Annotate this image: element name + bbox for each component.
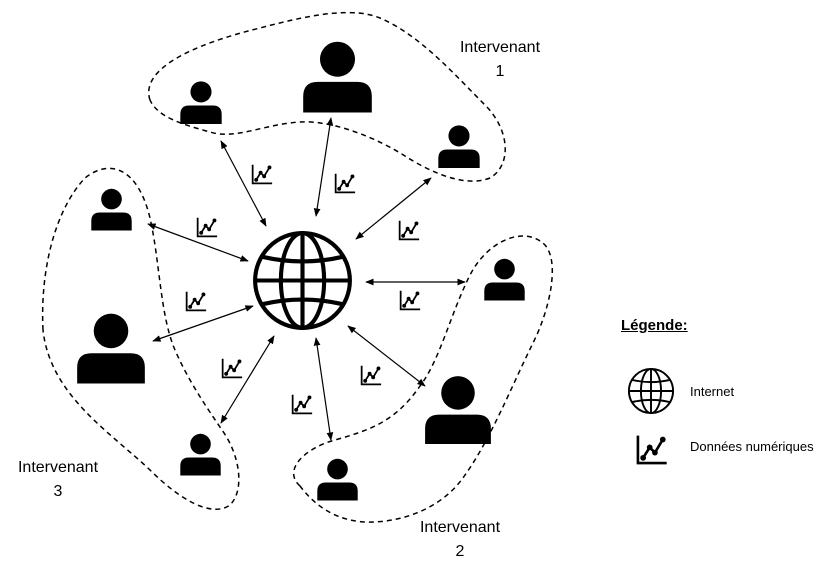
connection-arrow — [347, 325, 426, 387]
connections — [147, 117, 466, 441]
connection-arrow — [355, 177, 432, 240]
connection-arrow — [313, 117, 334, 217]
group-2-outline — [293, 235, 554, 523]
legend-data-chart-icon — [636, 434, 668, 465]
person-icon — [438, 125, 480, 168]
data-chart-icon — [196, 216, 218, 238]
connection-arrow — [147, 223, 249, 262]
connection-arrow — [313, 337, 334, 441]
group-3-label-line2: 3 — [53, 483, 63, 500]
legend-globe-icon — [627, 367, 675, 415]
group-1-label-line2: 1 — [495, 63, 505, 80]
data-chart-icon — [360, 364, 382, 386]
globe-icon — [255, 233, 350, 328]
data-chart-icon — [291, 393, 313, 415]
legend-title: Légende: — [621, 317, 688, 334]
connection-arrow — [220, 335, 275, 424]
data-chart-icon — [185, 290, 207, 312]
group-2-label-line2: 2 — [455, 543, 465, 560]
connection-arrow — [152, 305, 254, 342]
legend-data-label: Données numériques — [690, 439, 814, 454]
person-icon — [425, 376, 491, 444]
person-icon — [484, 258, 525, 301]
person-icon — [91, 188, 132, 231]
person-icon — [77, 313, 145, 384]
group-1-label: Intervenant 1 — [440, 36, 560, 84]
person-icon — [180, 433, 221, 476]
group-3-outline — [41, 167, 240, 510]
group-1-label-line1: Intervenant — [459, 39, 541, 56]
group-2-label-line1: Intervenant — [419, 519, 501, 536]
data-chart-icon — [399, 289, 421, 311]
person-icon — [180, 81, 222, 124]
data-chart-icon — [334, 172, 356, 194]
group-3-label-line1: Intervenant — [17, 459, 99, 476]
group-2-label: Intervenant 2 — [400, 516, 520, 564]
legend-internet-label: Internet — [690, 384, 735, 399]
person-icon — [317, 458, 358, 501]
connection-arrow — [220, 140, 267, 227]
data-chart-icon — [221, 357, 243, 379]
group-3-label: Intervenant 3 — [0, 456, 116, 504]
data-chart-icon — [251, 163, 273, 185]
person-icon — [303, 41, 372, 113]
data-chart-icon — [398, 219, 420, 241]
